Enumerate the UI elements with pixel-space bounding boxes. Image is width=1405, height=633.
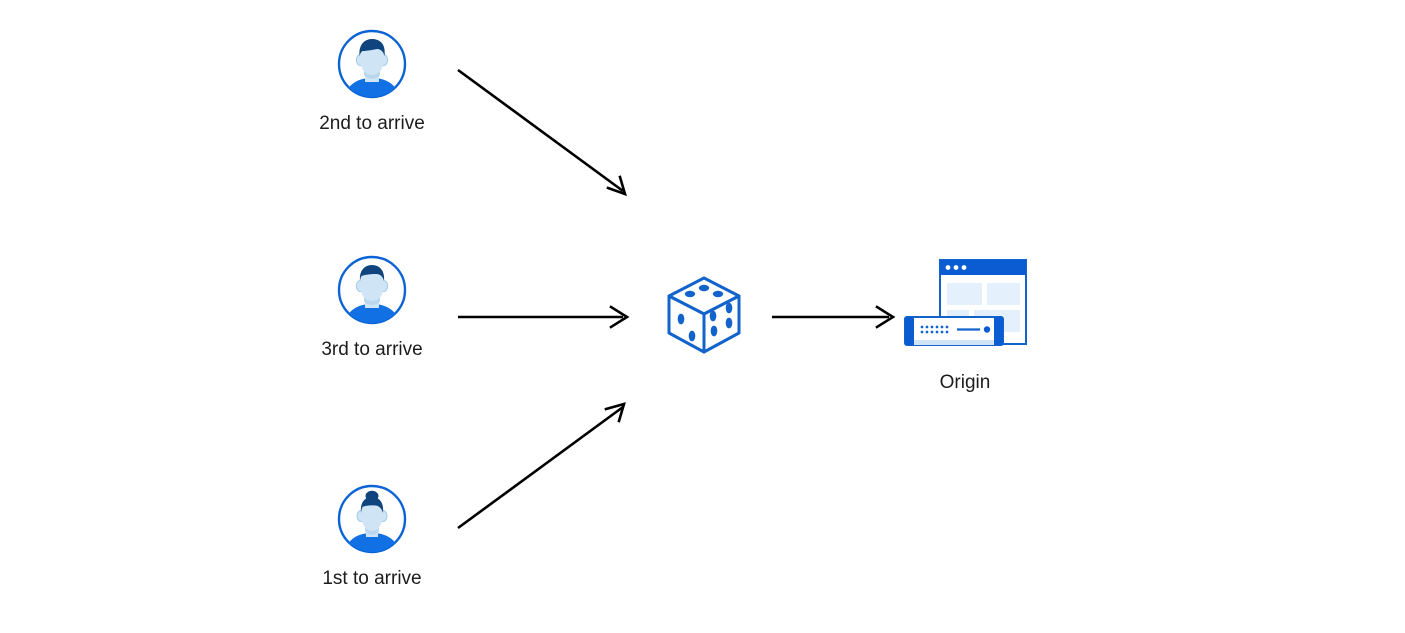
node-user-3rd: 3rd to arrive — [292, 254, 452, 362]
node-label-user-1st: 1st to arrive — [322, 568, 422, 589]
node-user-1st: 1st to arrive — [292, 483, 452, 591]
arrow-1st-to-dice — [457, 402, 626, 530]
origin-server-icon — [900, 255, 1030, 359]
server-appliance-icon — [904, 316, 1004, 346]
node-user-2nd: 2nd to arrive — [292, 28, 452, 136]
node-label-origin: Origin — [939, 372, 991, 393]
user-avatar-icon — [336, 483, 408, 555]
arrow-2nd-to-dice — [457, 68, 627, 197]
node-label-user-2nd: 2nd to arrive — [319, 113, 425, 134]
user-avatar-icon — [336, 254, 408, 326]
arrow-3rd-to-dice — [458, 305, 630, 329]
dice-icon — [667, 276, 741, 354]
user-avatar-icon — [336, 28, 408, 100]
node-label-user-3rd: 3rd to arrive — [321, 339, 423, 360]
node-dice — [659, 270, 749, 360]
node-origin: Origin — [855, 255, 1075, 395]
